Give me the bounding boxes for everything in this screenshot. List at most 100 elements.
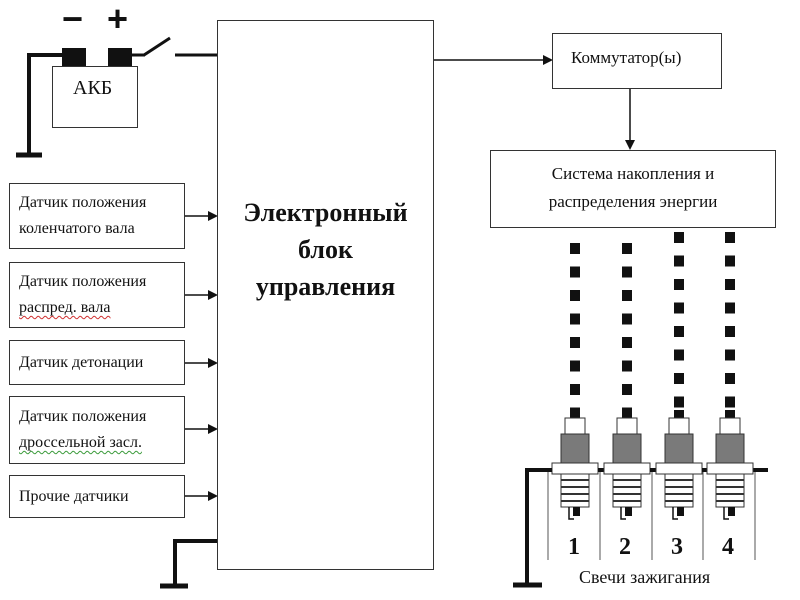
plug-insulator-body xyxy=(715,433,745,464)
hv-lead-segment xyxy=(570,290,580,301)
sensor-label-line2: дроссельной засл. xyxy=(19,434,142,451)
sensor-knock: Датчик детонации xyxy=(9,340,185,385)
hv-lead-segment xyxy=(725,373,735,384)
sensor-label-line2: коленчатого вала xyxy=(19,220,135,237)
hv-lead-segment xyxy=(674,232,684,243)
plug-number-4: 4 xyxy=(722,534,734,560)
energy-system-line2: распределения энергии xyxy=(548,192,718,211)
hv-lead-segment xyxy=(725,349,735,361)
sensor-label-line1: Датчик положения xyxy=(19,273,147,290)
plug-thread xyxy=(715,473,745,508)
ecu-block: Электронный блок управления xyxy=(217,20,434,570)
hv-lead-segment xyxy=(725,232,735,243)
plug-thread xyxy=(664,473,694,508)
hv-lead-segment xyxy=(570,243,580,254)
hv-lead-segment xyxy=(570,266,580,278)
sensor-label-line1: Датчик положения xyxy=(19,194,147,211)
spark-plugs xyxy=(527,410,754,520)
plug-center-electrode xyxy=(625,507,632,516)
ecu-label-line2: блок xyxy=(298,235,353,264)
plug-thread xyxy=(612,473,642,508)
plug-upper-insulator xyxy=(564,417,586,436)
plug-insulator-body xyxy=(560,433,590,464)
hv-lead-segment xyxy=(674,326,684,337)
plug-terminal xyxy=(725,410,735,419)
spark-plugs-caption: Свечи зажигания xyxy=(579,567,711,587)
battery-box: АКБ xyxy=(52,66,138,128)
hv-lead-segment xyxy=(570,337,580,348)
plug-hex-nut xyxy=(706,462,754,475)
battery-negative-terminal xyxy=(62,48,86,66)
hv-lead-segment xyxy=(570,313,580,325)
hv-lead-segment xyxy=(622,243,632,254)
plug-ground-electrode xyxy=(672,507,678,520)
plug-insulator-body xyxy=(612,433,642,464)
battery-label: АКБ xyxy=(73,77,113,99)
plug-thread xyxy=(560,473,590,508)
hv-lead-segment xyxy=(570,360,580,372)
hv-lead-segment xyxy=(674,279,684,290)
battery-minus-sign: − xyxy=(62,0,84,39)
plug-center-electrode xyxy=(728,507,735,516)
switch-blade xyxy=(143,36,171,57)
battery-ground-wire xyxy=(27,53,62,155)
hv-lead-segment xyxy=(622,384,632,395)
hv-lead-segment xyxy=(622,266,632,278)
arrow-head xyxy=(625,140,635,150)
hv-lead-segment xyxy=(674,396,684,408)
arrow-head xyxy=(543,55,553,65)
plug-terminal xyxy=(674,410,684,419)
plug-hex-nut xyxy=(551,462,599,475)
spark-plug-2 xyxy=(603,410,651,520)
sensor-crankshaft: Датчик положения коленчатого вала xyxy=(9,183,185,249)
battery-plus-sign: + xyxy=(107,0,129,39)
arrow-head xyxy=(208,424,218,434)
plug-insulator-body xyxy=(664,433,694,464)
hv-lead-segment xyxy=(622,290,632,301)
sensor-throttle: Датчик положения дроссельной засл. xyxy=(9,396,185,464)
plug-ground-electrode xyxy=(620,507,626,520)
spark-plug-1 xyxy=(551,410,599,520)
hv-lead-segment xyxy=(725,396,735,408)
plug-separators xyxy=(547,472,756,560)
hv-lead-segment xyxy=(674,373,684,384)
arrow-head xyxy=(208,290,218,300)
sensor-camshaft: Датчик положения распред. вала xyxy=(9,262,185,328)
plug-terminal xyxy=(570,410,580,419)
plug-number-3: 3 xyxy=(671,534,683,560)
hv-lead-segment xyxy=(725,255,735,267)
hv-lead-segment xyxy=(725,279,735,290)
ecu-label-line1: Электронный xyxy=(243,198,408,227)
battery-positive-terminal xyxy=(108,48,132,66)
hv-lead-segment xyxy=(674,255,684,267)
sensor-arrows xyxy=(185,211,218,501)
sensor-label-line2: распред. вала xyxy=(19,299,111,316)
hv-lead-segment xyxy=(674,302,684,314)
plug-number-1: 1 xyxy=(568,534,580,560)
hv-lead-segment xyxy=(674,349,684,361)
high-voltage-leads xyxy=(570,232,735,419)
arrow-head xyxy=(208,211,218,221)
commutator-label: Коммутатор(ы) xyxy=(571,48,682,67)
hv-lead-segment xyxy=(725,326,735,337)
ecu-label-line3: управления xyxy=(255,272,396,301)
ecu-ground-wire xyxy=(173,539,218,585)
spark-plug-4 xyxy=(706,410,754,520)
plug-upper-insulator xyxy=(719,417,741,436)
plug-upper-insulator xyxy=(668,417,690,436)
hv-lead-segment xyxy=(622,313,632,325)
energy-system-line1: Система накопления и xyxy=(551,164,715,183)
spark-plug-3 xyxy=(655,410,703,520)
plug-center-electrode xyxy=(677,507,684,516)
plug-hex-nut xyxy=(655,462,703,475)
plug-upper-insulator xyxy=(616,417,638,436)
ecu-label: Электронный блок управления xyxy=(218,194,433,305)
plug-terminal xyxy=(622,410,632,419)
sensor-label-line1: Прочие датчики xyxy=(19,487,129,505)
sensor-other: Прочие датчики xyxy=(9,475,185,518)
hv-lead-segment xyxy=(622,360,632,372)
plug-ground-electrode xyxy=(723,507,729,520)
hv-lead-segment xyxy=(622,337,632,348)
plug-number-2: 2 xyxy=(619,534,631,560)
